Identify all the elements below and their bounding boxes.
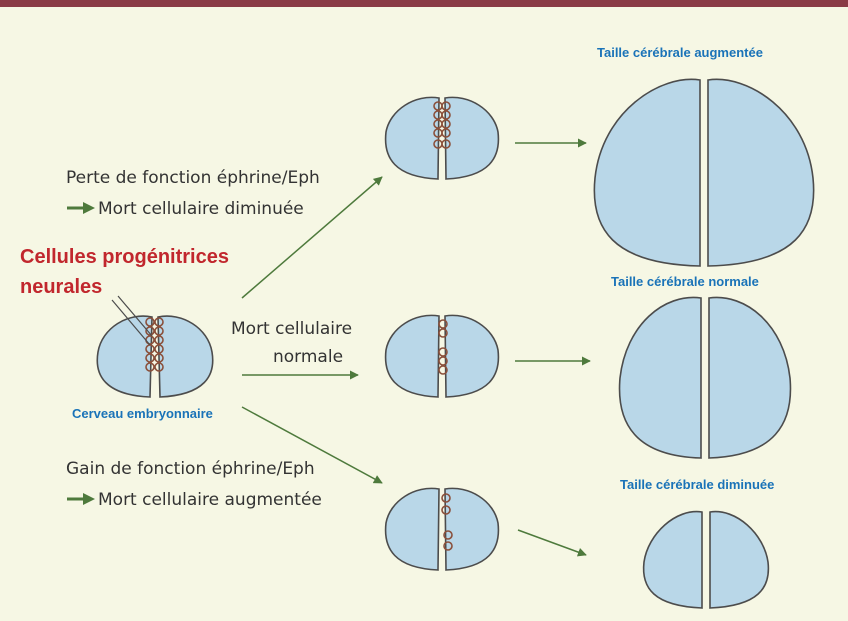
decreased-size-brain xyxy=(644,512,769,608)
normal-embryonic-brain xyxy=(386,315,499,397)
progenitor-label-line2: neurales xyxy=(20,272,102,302)
gain-of-function-text: Gain de fonction éphrine/Eph xyxy=(66,458,315,480)
normal-size-label: Taille cérébrale normale xyxy=(611,274,759,289)
increased-size-label: Taille cérébrale augmentée xyxy=(597,45,763,60)
decreased-brain-left-lobe xyxy=(644,512,702,608)
embryonic-progenitor-cells xyxy=(146,318,163,371)
increased-death-text: Mort cellulaire augmentée xyxy=(98,490,322,510)
embryonic-brain xyxy=(97,296,212,397)
arrow-to-decreased-brain xyxy=(518,530,586,555)
normal-brain-left-lobe xyxy=(620,297,701,458)
normal-brain-right-lobe xyxy=(709,297,790,458)
right-arrow-icon xyxy=(66,201,96,215)
increased-brain-left-lobe xyxy=(594,79,700,266)
normal-death-text-line2: normale xyxy=(273,346,343,368)
gain-embryonic-brain xyxy=(386,488,499,570)
embryonic-brain-label: Cerveau embryonnaire xyxy=(72,406,213,421)
normal-death-text-line1: Mort cellulaire xyxy=(231,318,352,340)
decreased-death-line: Mort cellulaire diminuée xyxy=(66,198,304,220)
embryonic-brain-right-lobe xyxy=(158,316,213,397)
loss-embryonic-brain xyxy=(386,97,499,179)
decreased-brain-right-lobe xyxy=(710,512,768,608)
decreased-death-text: Mort cellulaire diminuée xyxy=(98,199,304,219)
arrow-to-loss-brain xyxy=(242,177,382,298)
increased-size-brain xyxy=(594,79,813,266)
right-arrow-icon xyxy=(66,492,96,506)
embryonic-brain-left-lobe xyxy=(97,316,152,397)
increased-death-line: Mort cellulaire augmentée xyxy=(66,489,322,511)
loss-of-function-text: Perte de fonction éphrine/Eph xyxy=(66,167,320,189)
progenitor-label-line1: Cellules progénitrices xyxy=(20,242,229,272)
decreased-size-label: Taille cérébrale diminuée xyxy=(620,477,774,492)
normal-size-brain xyxy=(620,297,791,458)
increased-brain-right-lobe xyxy=(708,79,814,266)
